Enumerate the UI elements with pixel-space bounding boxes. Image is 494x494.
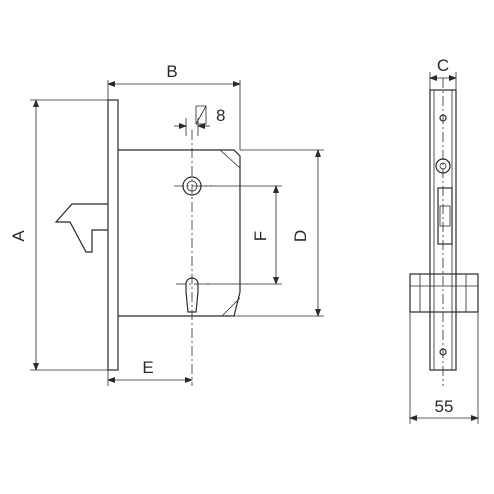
dimension-a: A [9,99,108,371]
dimension-55: 55 [409,312,479,424]
dimension-c: C [429,56,457,90]
label-55: 55 [435,397,454,416]
label-a: A [9,230,28,242]
label-b: B [166,62,177,81]
front-view [54,99,241,386]
dimension-e: E [107,358,193,386]
label-d: D [291,230,310,242]
faceplate [107,99,119,371]
label-8: 8 [216,106,225,125]
label-e: E [142,358,153,377]
side-case [409,273,479,313]
dimension-d: D [234,149,324,317]
dimension-b: B [107,62,241,150]
dimension-8: 8 [174,106,225,136]
label-f: F [251,231,270,241]
hook-bolt [54,203,108,253]
lock-body [118,149,241,317]
label-c: C [437,56,449,75]
keyhole [185,277,199,313]
dimension-f: F [200,185,282,285]
side-view [409,78,479,386]
